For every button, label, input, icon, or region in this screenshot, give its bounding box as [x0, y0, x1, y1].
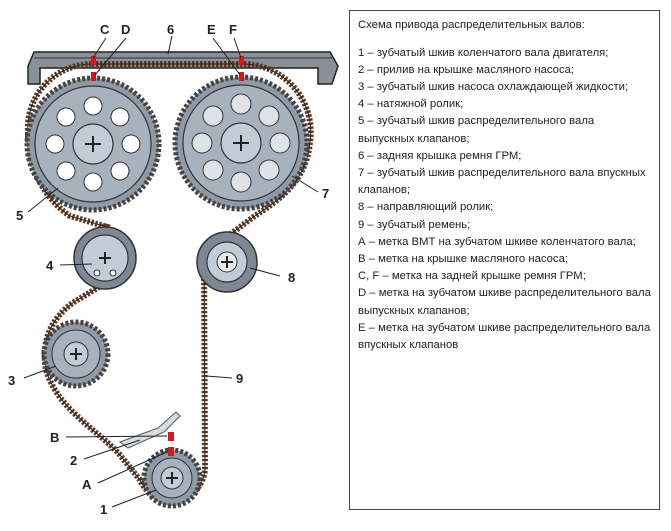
legend-item: 1 – зубчатый шкив коленчатого вала двига…: [358, 46, 609, 59]
legend-item: А – метка ВМТ на зубчатом шкиве коленчат…: [358, 235, 636, 248]
callout-2: 2: [70, 453, 77, 468]
callout-8: 8: [288, 270, 295, 285]
intake-camshaft-sprocket: [172, 74, 310, 212]
legend-title: Схема привода распределительных валов:: [358, 19, 585, 31]
mark-d-exhaust-sprocket: [91, 72, 96, 81]
mark-a-crankshaft: [168, 447, 174, 456]
legend-item: 2 – прилив на крышке масляного насоса;: [358, 63, 575, 76]
callout-f: F: [229, 22, 237, 37]
callout-c: C: [100, 22, 110, 37]
legend-item: 6 – задняя крышка ремня ГРМ;: [358, 149, 522, 162]
callout-a: A: [82, 477, 92, 492]
legend-list: 1 – зубчатый шкив коленчатого вала двига…: [358, 45, 651, 355]
legend-item: С, F – метка на задней крышке ремня ГРМ;: [358, 270, 586, 283]
callout-7: 7: [322, 186, 329, 201]
legend-item: 7 – зубчатый шкив распределительного вал…: [358, 166, 646, 197]
callout-e: E: [207, 22, 216, 37]
callout-1: 1: [100, 502, 107, 517]
idler-roller: [196, 231, 258, 293]
legend-item: Е – метка на зубчатом шкиве распределите…: [358, 321, 651, 351]
callout-b: B: [50, 430, 59, 445]
callout-9: 9: [236, 371, 243, 386]
rear-belt-cover: [27, 51, 339, 85]
legend-panel: Схема привода распределительных валов: 1…: [349, 10, 660, 510]
coolant-pump-sprocket: [41, 319, 111, 389]
tensioner-roller: [73, 226, 137, 290]
leader-lines: [23, 35, 319, 508]
crankshaft-sprocket: [141, 447, 203, 509]
mark-e-intake-sprocket: [239, 72, 244, 81]
callout-6: 6: [167, 22, 174, 37]
callout-4: 4: [46, 258, 54, 273]
legend-item: 9 – зубчатый ремень;: [358, 218, 471, 231]
legend-item: D – метка на зубчатом шкиве распределите…: [358, 287, 651, 317]
mark-c-cover: [91, 56, 96, 65]
legend-item: 3 – зубчатый шкив насоса охлаждающей жид…: [358, 80, 629, 93]
legend-item: В – метка на крышке масляного насоса;: [358, 252, 568, 265]
legend-item: 5 – зубчатый шкив распределительного вал…: [358, 115, 595, 145]
mark-f-cover: [239, 56, 244, 65]
exhaust-camshaft-sprocket: [24, 75, 162, 213]
mark-b-oil-pump: [168, 432, 174, 441]
legend-item: 8 – направляющий ролик;: [358, 201, 494, 214]
oil-pump-cover-boss: [118, 411, 181, 449]
callout-5: 5: [16, 208, 23, 223]
callout-d: D: [121, 22, 130, 37]
legend-item: 4 – натяжной ролик;: [358, 98, 464, 111]
callout-3: 3: [8, 373, 15, 388]
